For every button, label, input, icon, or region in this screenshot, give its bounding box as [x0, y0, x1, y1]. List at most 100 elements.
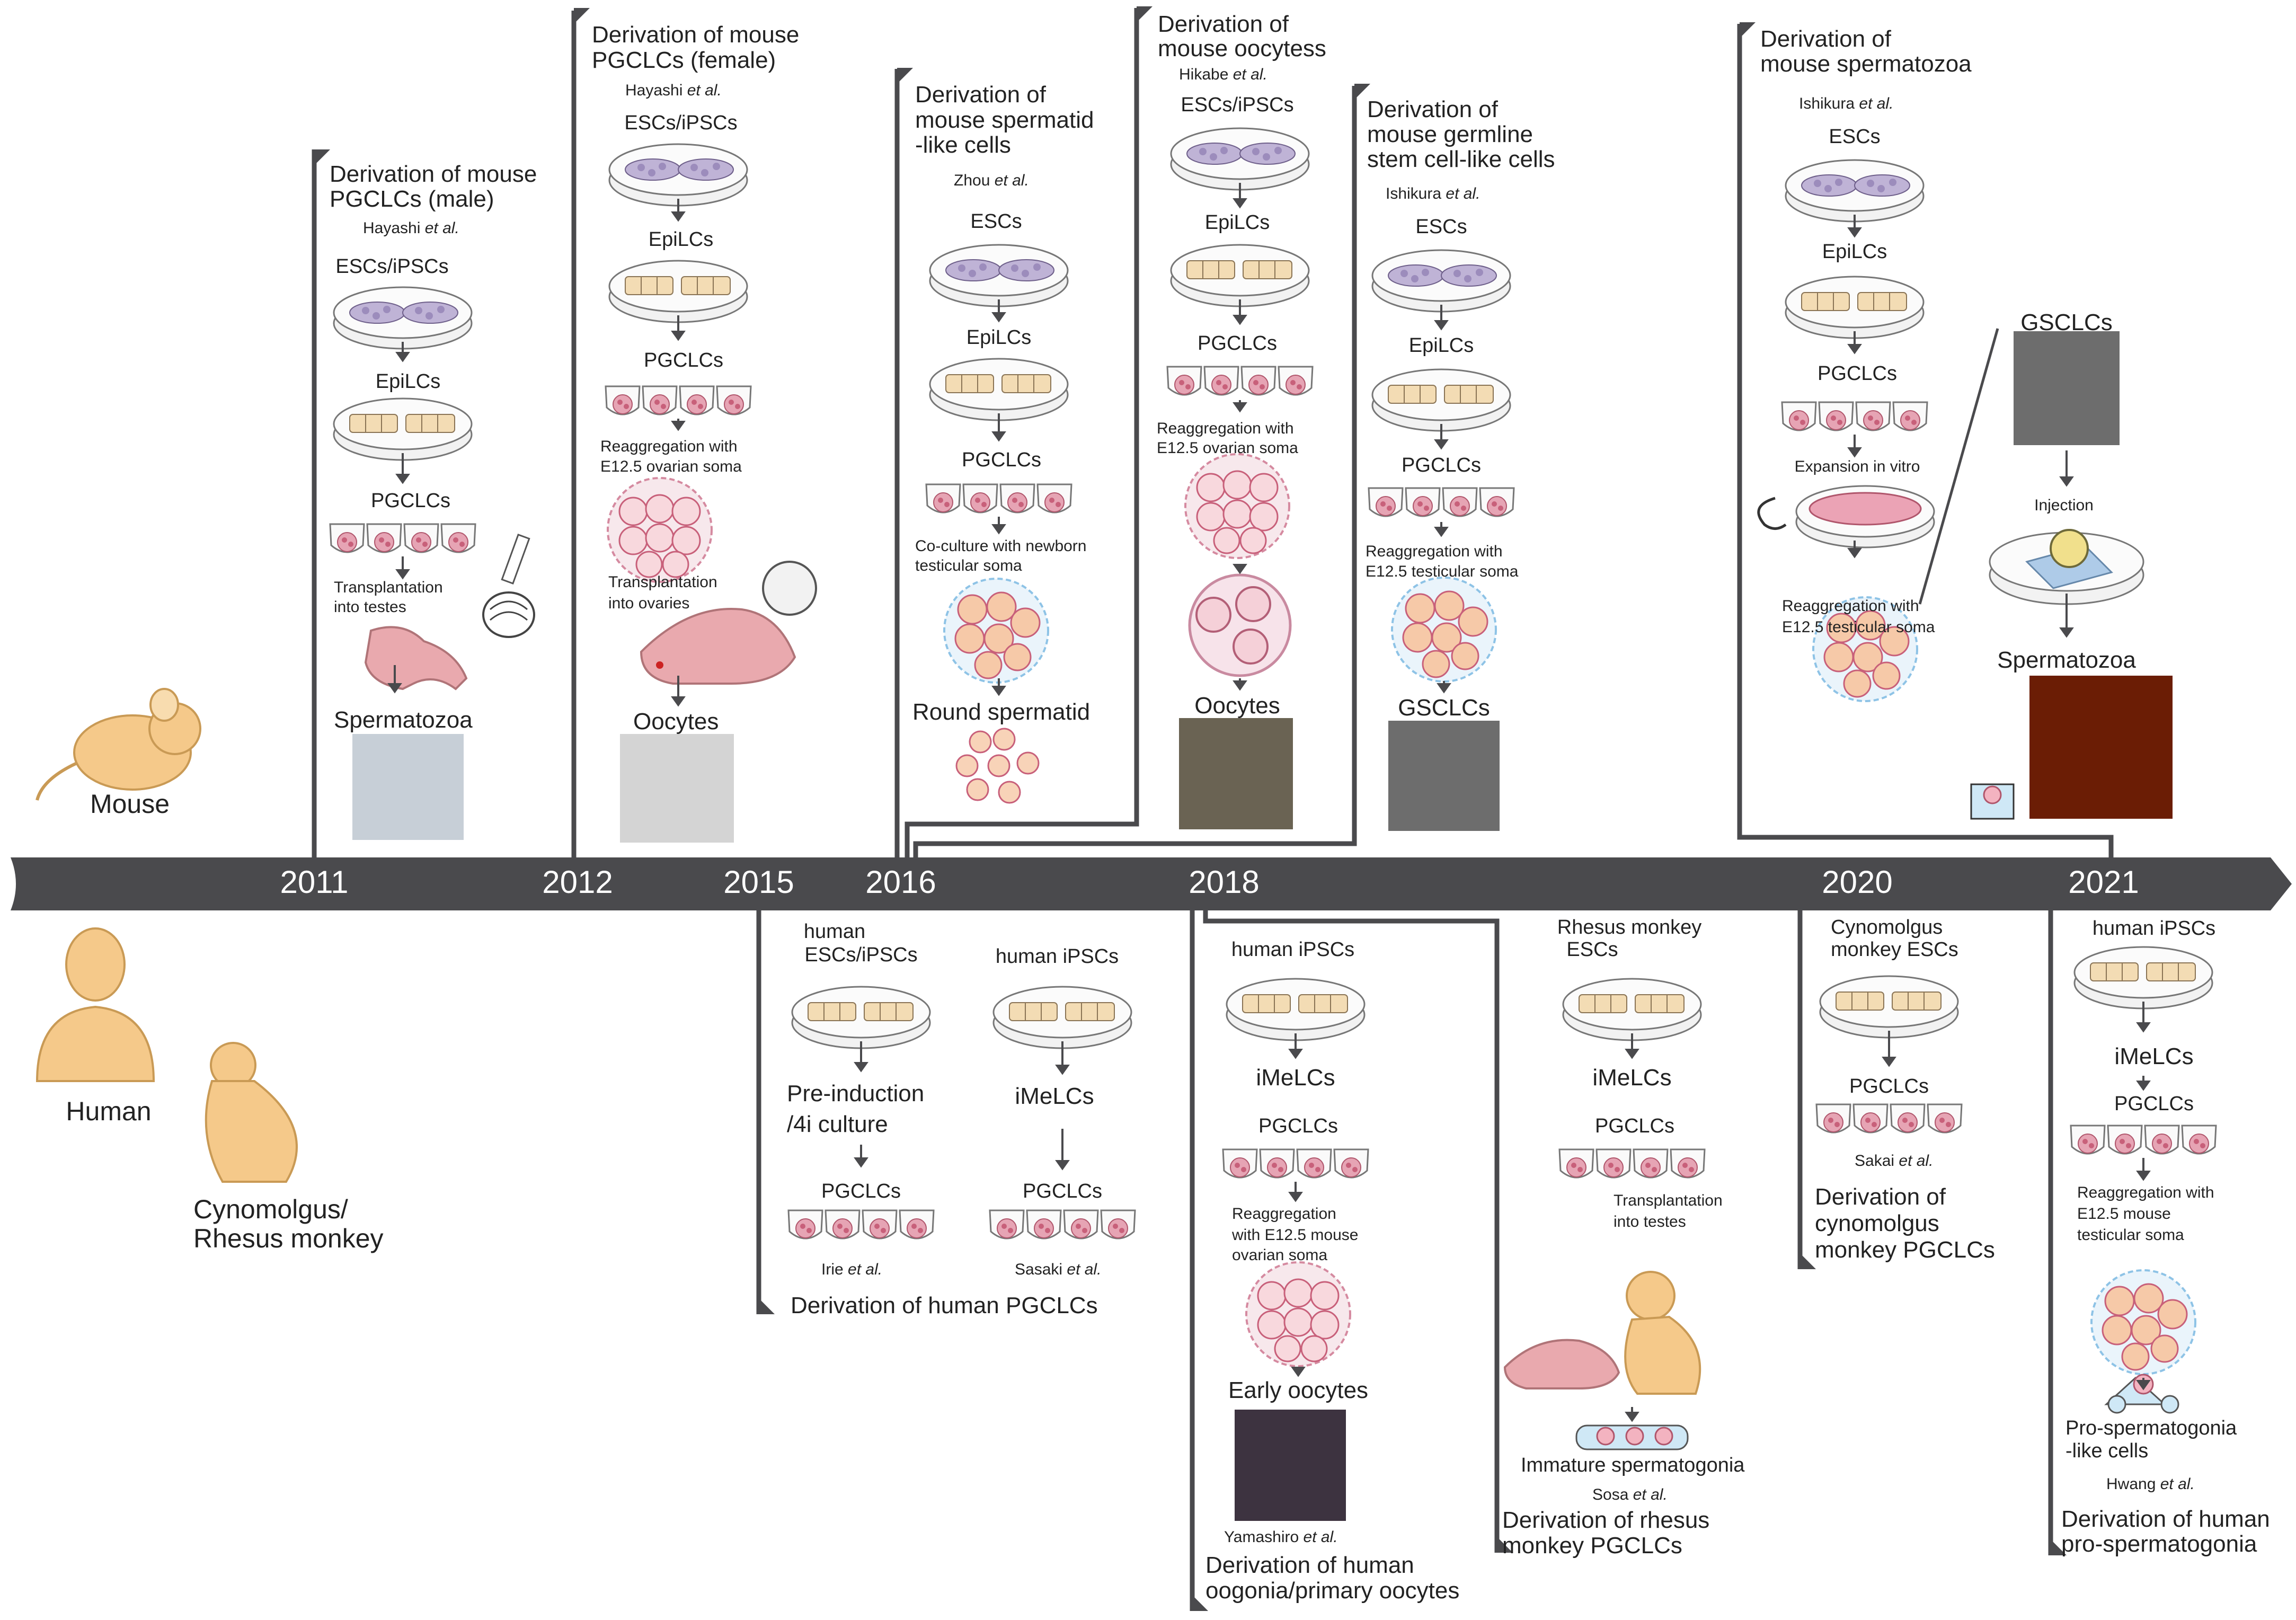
step-2020-6: GSCLCs	[2020, 309, 2113, 335]
flow-arrows	[387, 183, 2151, 1422]
dish-hipsc-2015b	[992, 986, 1132, 1049]
step-2011-3: PGCLCs	[371, 490, 450, 512]
flow-arrow-head	[1434, 527, 1449, 537]
year-2011: 2011	[280, 864, 349, 900]
step-2011-4a: Transplantation	[334, 579, 443, 596]
flow-arrow-head	[1233, 564, 1247, 574]
wells-pgclc-2015a	[788, 1210, 934, 1238]
photo-oocytes-2012	[620, 734, 734, 843]
photo-spermatozoa-2011	[352, 734, 464, 840]
author-h2018b: Sosa et al.	[1592, 1486, 1668, 1503]
year-2016: 2016	[865, 864, 936, 900]
dish-epilc-2011	[333, 397, 473, 461]
flow-arrow-head	[1625, 1412, 1639, 1422]
flow-arrow-head	[1291, 1367, 1306, 1377]
monkey-icon	[205, 1042, 298, 1183]
step-2018b-1: ESCs	[1415, 216, 1467, 238]
flow-arrow-head	[991, 686, 1006, 696]
flow-arrow-head	[2059, 476, 2074, 487]
author-2012: Hayashi et al.	[625, 82, 722, 99]
aggregate-ovarian-2018a-human	[1245, 1261, 1351, 1367]
flow-arrow-head	[1847, 227, 1862, 238]
dish-resc-2018b	[1562, 978, 1702, 1041]
step-2018b-2: EpiLCs	[1408, 334, 1474, 357]
species-human: Human	[66, 1096, 152, 1126]
flow-arrow-head	[1055, 1065, 1070, 1075]
step-2018a-1: ESCs/iPSCs	[1181, 94, 1294, 116]
title-2012-1: Derivation of mouse	[592, 22, 800, 48]
year-2012: 2012	[542, 864, 613, 900]
species-monkey-2: Rhesus monkey	[193, 1224, 384, 1253]
title-h2020-2: cynomolgus	[1815, 1210, 1939, 1236]
step-h2018b-5: Immature spermatogonia	[1521, 1454, 1745, 1476]
aggregate-testicular-2016	[943, 578, 1049, 684]
dish-epilc-2018b	[1371, 368, 1511, 432]
dish-hipsc-2021	[2073, 946, 2213, 1010]
wells-pgclc-2016	[926, 484, 1071, 512]
flow-arrow-head	[1233, 315, 1247, 325]
spermatogonia-icon	[1575, 1424, 1689, 1450]
step-h2021-5a: Pro-spermatogonia	[2065, 1417, 2237, 1439]
host-mouse-icon	[1503, 1339, 1620, 1389]
photo-early-oocytes	[1235, 1410, 1346, 1521]
aggregate-ovarian-2012	[607, 477, 713, 583]
author-2018a: Hikabe et al.	[1179, 66, 1267, 83]
flow-arrow-head	[387, 683, 402, 694]
flow-arrow-head	[1847, 344, 1862, 355]
step-h2015a-2b: /4i culture	[787, 1111, 888, 1137]
aggregate-testicular-2021	[2090, 1269, 2196, 1375]
flow-arrow-head	[671, 211, 686, 222]
step-2012-3: PGCLCs	[644, 349, 723, 371]
species-monkey-1: Cynomolgus/	[193, 1194, 348, 1224]
aggregate-testicular-2018b	[1391, 577, 1497, 683]
dish-epilc-2016	[929, 358, 1069, 421]
dish-esc-2018b	[1371, 249, 1511, 313]
step-h2021-4b: E12.5 mouse	[2077, 1205, 2171, 1223]
flow-arrow-head	[1882, 1057, 1896, 1067]
title-2018b-1: Derivation of	[1367, 96, 1499, 122]
step-h2021-2: iMeLCs	[2114, 1043, 2194, 1069]
title-2016-3: -like cells	[915, 132, 1011, 158]
step-h2018b-1a: Rhesus monkey	[1557, 916, 1702, 939]
step-h2020-1b: monkey ESCs	[1831, 939, 1958, 961]
dish-epilc-2018a	[1170, 244, 1310, 307]
flow-arrow-head	[671, 421, 686, 431]
step-h2018b-4b: into testes	[1614, 1213, 1686, 1231]
flow-arrow-head	[1434, 439, 1449, 450]
wells-pgclc-2020	[1782, 402, 1927, 430]
photo-oocytes-2018a	[1179, 718, 1293, 829]
step-2018b-5: GSCLCs	[1398, 695, 1490, 721]
title-2018a-2: mouse oocytess	[1158, 36, 1326, 61]
flow-arrow-head	[671, 696, 686, 707]
wells-pgclc-2018a	[1167, 367, 1313, 395]
round-spermatids-icon	[955, 728, 1040, 804]
step-h2015a-1a: human	[803, 920, 866, 943]
photo-spermatozoa-2020	[2029, 676, 2173, 819]
title-h2020-3: monkey PGCLCs	[1815, 1237, 1995, 1263]
title-2012-2: PGCLCs (female)	[592, 47, 776, 73]
mouse-icon	[36, 688, 201, 801]
flow-arrow-head	[1847, 447, 1862, 458]
step-2012-1: ESCs/iPSCs	[624, 112, 738, 134]
step-2012-4b: E12.5 ovarian soma	[600, 458, 742, 475]
dish-hipsc-2018a	[1226, 978, 1366, 1041]
flow-arrow-head	[1288, 1192, 1303, 1202]
step-h2018a-2: iMeLCs	[1256, 1065, 1335, 1091]
title-h2020-1: Derivation of	[1815, 1184, 1946, 1210]
step-2018a-5: Oocytes	[1194, 693, 1280, 719]
step-2012-2: EpiLCs	[648, 228, 714, 251]
step-h2015b-2: iMeLCs	[1015, 1083, 1094, 1109]
wells-pgclc-2012	[606, 386, 751, 414]
step-2018b-4a: Reaggregation with	[1366, 543, 1503, 560]
flow-arrow-head	[395, 352, 410, 362]
flow-arrow-head	[671, 331, 686, 341]
author-h2015a: Irie et al.	[821, 1261, 883, 1278]
step-h2015b-1: human iPSCs	[995, 945, 1119, 968]
flow-arrow-head	[991, 431, 1006, 442]
step-h2018a-3: PGCLCs	[1258, 1115, 1338, 1137]
title-2020-2: mouse spermatozoa	[1760, 51, 1972, 77]
step-2020-5a: Reaggregation with	[1782, 597, 1919, 615]
flow-arrow-head	[1288, 1049, 1303, 1059]
step-h2020-1a: Cynomolgus	[1831, 916, 1943, 939]
step-2016-4a: Co-culture with newborn	[915, 537, 1087, 555]
